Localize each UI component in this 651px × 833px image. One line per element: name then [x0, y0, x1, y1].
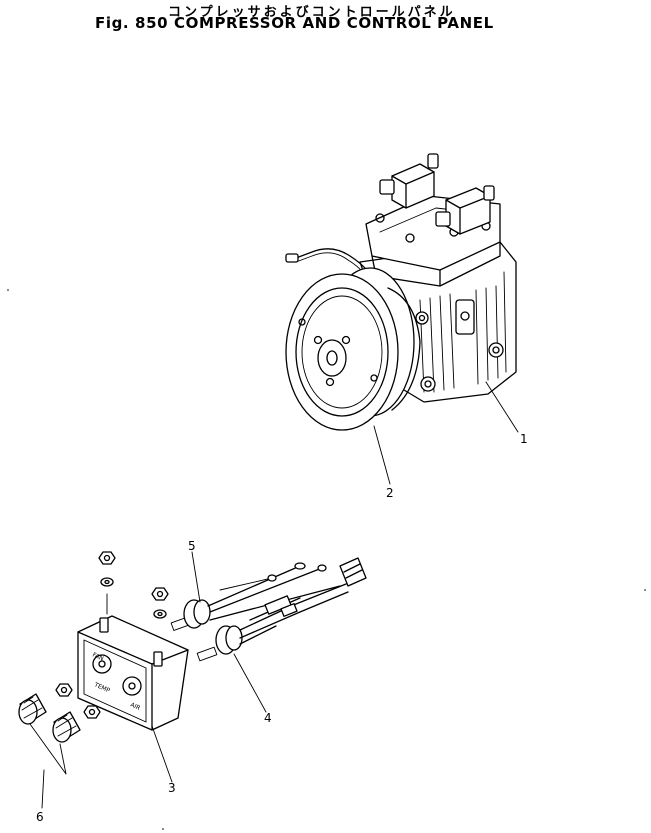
panel-hardware [55, 551, 169, 719]
callout-6: 6 [36, 810, 44, 824]
rotary-switches-and-harness [170, 557, 367, 662]
leader-lines [29, 381, 519, 809]
callout-2: 2 [386, 486, 394, 500]
callout-1: 1 [520, 432, 528, 446]
panel-fan-marking: FAN [91, 651, 104, 662]
callout-3: 3 [168, 781, 176, 795]
panel-air-marking: AIR [129, 701, 141, 711]
control-panel-box: FAN TEMP AIR [77, 615, 189, 731]
control-knobs [18, 693, 81, 743]
figure-title: Fig. 850 COMPRESSOR AND CONTROL PANEL [95, 14, 494, 32]
magnetic-clutch-pulley [285, 267, 421, 431]
callout-4: 4 [264, 711, 272, 725]
figure-title-japanese: コンプレッサおよびコントロールパネル [168, 5, 456, 20]
callout-5: 5 [188, 539, 196, 553]
